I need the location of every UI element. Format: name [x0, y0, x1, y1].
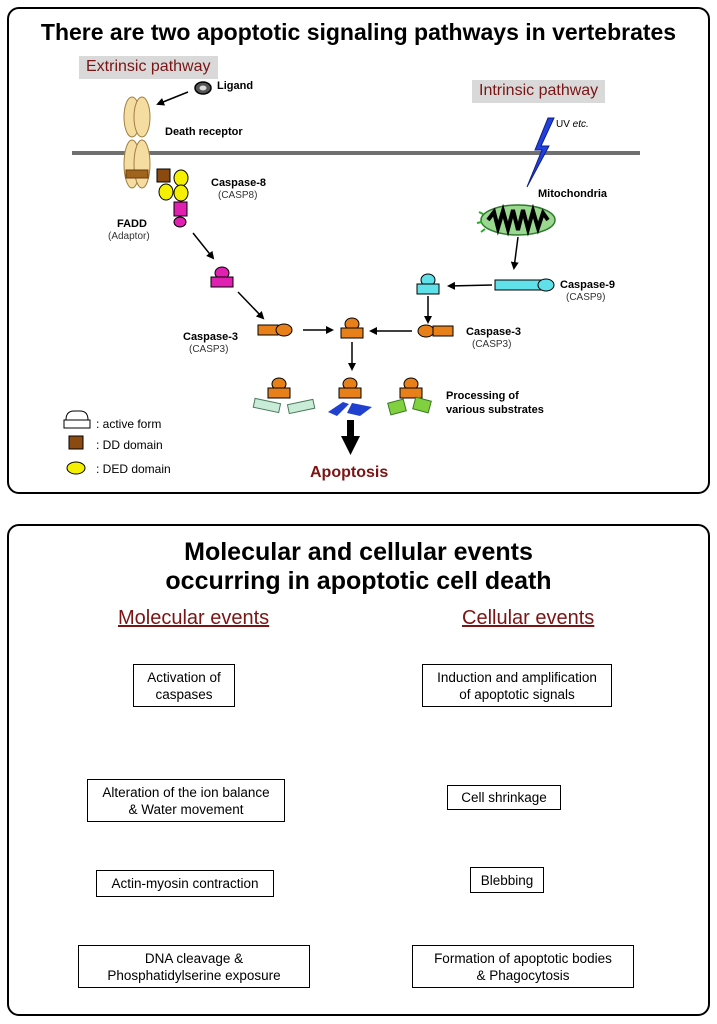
- caspase-3-right-label: Caspase-3: [466, 326, 522, 338]
- legend-active-form: : active form: [96, 417, 162, 431]
- caspase-9-head: [537, 278, 555, 292]
- caspase-9-icon: [494, 279, 542, 291]
- cell-death-events-panel: Molecular and cellular events occurring …: [7, 524, 710, 1016]
- molecular-event-line: Actin-myosin contraction: [111, 876, 259, 891]
- death-receptor-label: Death receptor: [165, 126, 243, 138]
- casp8-activation-arrow: [192, 232, 215, 260]
- substrate-right-icon: [387, 377, 432, 416]
- dd-domain-icon: [156, 168, 171, 183]
- substrate-center-icon: [328, 377, 372, 416]
- fadd-label: FADD: [117, 218, 147, 230]
- mitochondria-icon: [476, 203, 556, 237]
- intrinsic-pathway-label: Intrinsic pathway: [472, 80, 606, 103]
- casp8-ded-icon-2: [173, 184, 189, 202]
- caspase-3-left-icon: [257, 324, 279, 336]
- uv-label: UV etc.: [556, 119, 589, 130]
- casp8-ded-icon: [173, 169, 189, 187]
- processing-label-1: Processing of: [446, 390, 519, 402]
- molecular-event-box: DNA cleavage &Phosphatidylserine exposur…: [78, 945, 310, 988]
- caspase-3-right-icon: [432, 325, 454, 337]
- cellular-event-line: Cell shrinkage: [461, 790, 547, 805]
- caspase-3-left-head: [275, 323, 293, 337]
- processing-label-2: various substrates: [446, 404, 544, 416]
- molecular-event-text: Alteration of the ion balance& Water mov…: [102, 784, 269, 818]
- cellular-event-line: & Phagocytosis: [476, 967, 570, 983]
- caspase-9-label: Caspase-9: [560, 279, 616, 291]
- events-title-line-1: Molecular and cellular events: [184, 538, 533, 566]
- cellular-event-line: Blebbing: [480, 872, 534, 888]
- uv-prefix: UV: [556, 119, 573, 130]
- uv-etc: etc.: [572, 119, 589, 130]
- adaptor-label: (Adaptor): [108, 231, 150, 242]
- legend-dd-domain: : DD domain: [96, 438, 163, 452]
- active-caspase-9-body: [416, 283, 440, 295]
- casp3-left-label: (CASP3): [189, 344, 229, 355]
- apoptosis-label: Apoptosis: [310, 464, 389, 481]
- ligand-core: [199, 85, 207, 91]
- legend-dd-domain-icon: [68, 435, 84, 450]
- casp9-label: (CASP9): [566, 292, 606, 303]
- uv-lightning-icon: [526, 117, 555, 188]
- extrinsic-pathway-label: Extrinsic pathway: [79, 56, 218, 79]
- cellular-event-box: Blebbing: [470, 867, 544, 893]
- cellular-event-line: of apoptotic signals: [459, 686, 575, 702]
- molecular-event-line: & Water movement: [128, 801, 244, 817]
- molecular-event-line: caspases: [155, 686, 213, 702]
- events-title-line-2: occurring in apoptotic cell death: [165, 567, 552, 595]
- mito-to-casp9-arrow: [510, 236, 519, 270]
- molecular-events-heading: Molecular events: [118, 607, 270, 629]
- casp9-activation-arrow: [447, 281, 493, 290]
- molecular-event-box: Actin-myosin contraction: [96, 870, 274, 897]
- active-caspase-3-body: [340, 327, 364, 339]
- legend-ded-domain: : DED domain: [96, 462, 171, 476]
- casp8-label: (CASP8): [218, 190, 258, 201]
- cellular-event-line: Formation of apoptotic bodies: [434, 950, 612, 966]
- cellular-event-box: Formation of apoptotic bodies& Phagocyto…: [412, 945, 634, 988]
- pathways-title: There are two apoptotic signaling pathwa…: [40, 19, 677, 45]
- cellular-event-box: Cell shrinkage: [447, 785, 561, 810]
- legend-active-form-icon: [63, 410, 91, 429]
- molecular-event-box: Alteration of the ion balance& Water mov…: [87, 779, 285, 822]
- casp8-to-casp3-arrow: [237, 291, 265, 320]
- casp3-right-label: (CASP3): [472, 339, 512, 350]
- apoptosis-arrow-head: [341, 436, 360, 455]
- cellular-event-text: Formation of apoptotic bodies& Phagocyto…: [434, 950, 612, 984]
- legend-ded-domain-icon: [66, 461, 86, 475]
- caspase-3-left-label: Caspase-3: [183, 331, 239, 343]
- caspase-8-icon: [173, 201, 188, 217]
- ligand-label: Ligand: [217, 80, 254, 92]
- caspase-8-label: Caspase-8: [211, 177, 267, 189]
- ligand-arrow: [156, 91, 189, 106]
- substrate-left-icon: [252, 377, 316, 415]
- mitochondria-label: Mitochondria: [538, 188, 608, 200]
- cellular-event-line: Induction and amplification: [437, 669, 597, 685]
- fadd-ded-icon: [158, 183, 174, 201]
- molecular-event-line: Alteration of the ion balance: [102, 784, 270, 800]
- molecular-event-text: DNA cleavage &Phosphatidylserine exposur…: [107, 950, 280, 984]
- molecular-event-line: DNA cleavage &: [144, 950, 244, 966]
- cellular-events-heading: Cellular events: [462, 607, 595, 629]
- apoptosis-arrow-shaft: [347, 420, 354, 437]
- molecular-event-line: Activation of: [147, 669, 221, 685]
- caspase-8-icon-2: [173, 216, 187, 228]
- active-caspase-8-body: [210, 276, 234, 288]
- caspase-3-right-head: [417, 324, 435, 338]
- molecular-event-line: Phosphatidylserine exposure: [107, 967, 281, 983]
- death-receptor-icon: [123, 96, 151, 189]
